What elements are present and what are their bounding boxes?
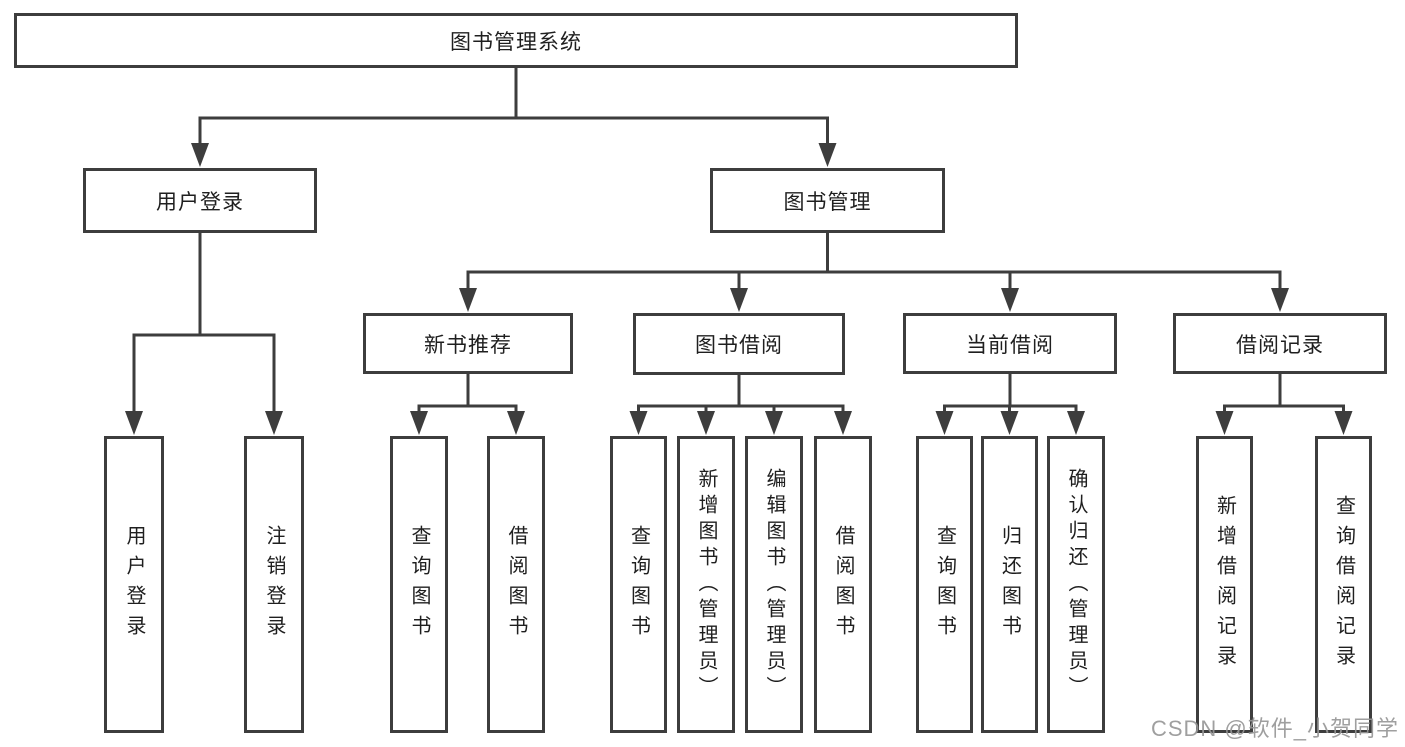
node-label: 图书管理 [783,190,872,214]
node-cu-query: 查询图书 [916,436,973,733]
node-rc-query: 查询借阅记录 [1315,436,1372,733]
node-borrow: 图书借阅 [633,313,845,375]
node-label: 查询借阅记录 [1332,494,1355,675]
node-label: 借阅记录 [1236,333,1324,357]
watermark: CSDN @软件_小贺同学 [1150,716,1399,741]
node-label: 注销登录 [263,524,285,645]
node-cu-confirm: 确认归还（管理员） [1047,436,1105,733]
node-label: 用户登录 [123,524,145,645]
node-label: 新书推荐 [424,333,512,357]
node-label: 编辑图书（管理员） [763,467,785,702]
node-label: 查询图书 [408,524,430,645]
node-new-book: 新书推荐 [363,313,573,374]
node-label: 用户登录 [156,190,244,214]
node-label: 新增图书（管理员） [695,467,717,702]
node-label: 图书借阅 [695,334,783,357]
node-ul-login: 用户登录 [104,436,164,733]
node-label: 查询图书 [933,524,956,645]
node-current: 当前借阅 [903,313,1117,374]
node-label: 新增借阅记录 [1213,494,1236,675]
node-label: 借阅图书 [832,524,854,645]
node-book-mgmt: 图书管理 [710,168,945,233]
node-label: 当前借阅 [966,333,1054,357]
node-bw-borrow: 借阅图书 [814,436,872,733]
node-nb-borrow: 借阅图书 [487,436,545,733]
node-label: 图书管理系统 [450,30,582,54]
node-bw-add: 新增图书（管理员） [677,436,735,733]
node-ul-logout: 注销登录 [244,436,304,733]
node-label: 查询图书 [627,524,650,645]
node-rc-add: 新增借阅记录 [1196,436,1253,733]
node-nb-query: 查询图书 [390,436,448,733]
node-label: 确认归还（管理员） [1065,467,1087,702]
node-bw-query: 查询图书 [610,436,667,733]
node-root: 图书管理系统 [14,13,1018,68]
node-bw-edit: 编辑图书（管理员） [745,436,803,733]
node-cu-return: 归还图书 [981,436,1038,733]
node-label: 归还图书 [998,524,1021,645]
node-user-login: 用户登录 [83,168,317,233]
node-label: 借阅图书 [505,524,527,645]
node-records: 借阅记录 [1173,313,1387,374]
